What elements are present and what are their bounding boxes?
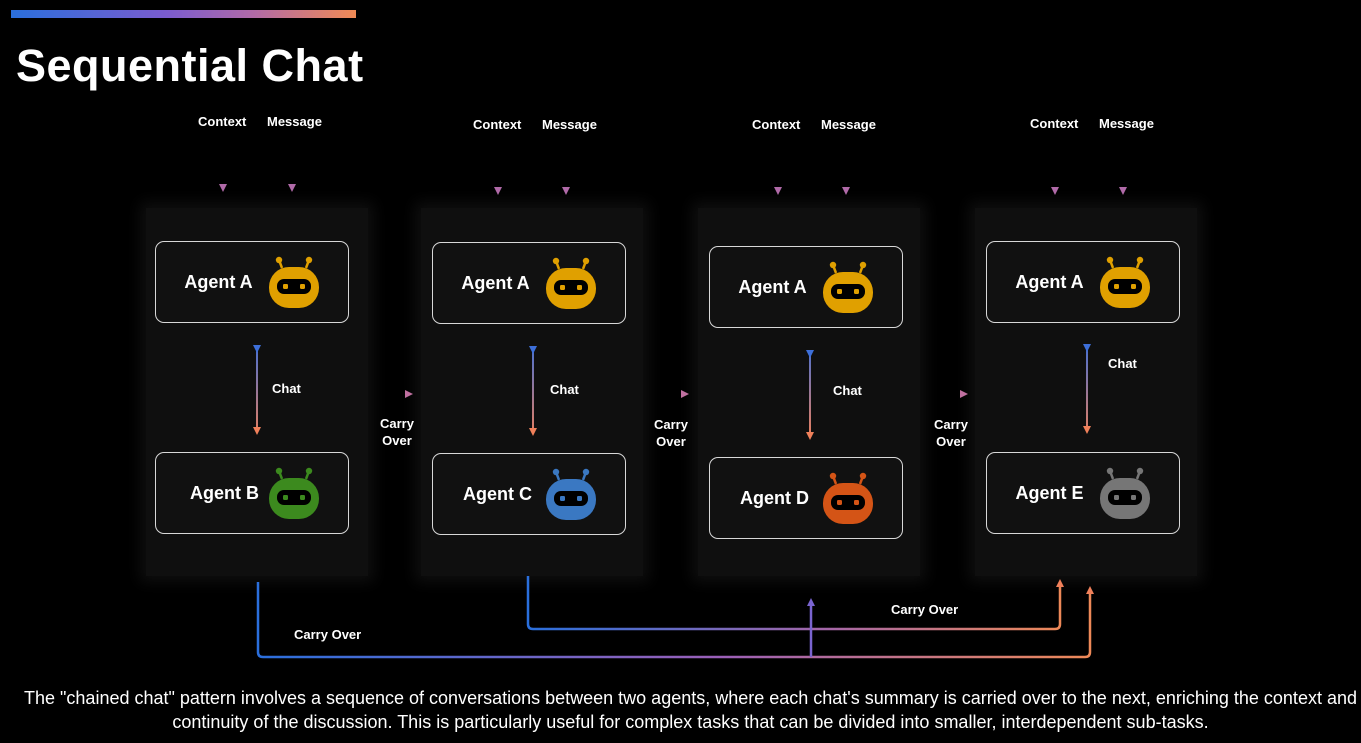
message-label-2: Message xyxy=(542,117,597,132)
agent-card-chat3-top: Agent A xyxy=(709,246,903,328)
robot-part xyxy=(305,256,313,264)
carry-over-bottom-label-2: Carry Over xyxy=(891,602,959,617)
robot-part xyxy=(582,257,590,265)
agent-card-chat3-bottom: Agent D xyxy=(709,457,903,539)
robot-part xyxy=(829,472,837,480)
agent-card-chat4-top: Agent A xyxy=(986,241,1180,323)
robot-part xyxy=(1114,495,1119,500)
robot-part xyxy=(300,284,305,289)
robot-part xyxy=(275,256,283,264)
robot-part xyxy=(275,467,283,475)
robot-part xyxy=(831,495,865,510)
chat-label-1: Chat xyxy=(272,381,301,396)
carry-over-label-3: Carry Over xyxy=(934,416,968,450)
context-label-2: Context xyxy=(473,117,522,132)
agent-card-chat2-top: Agent A xyxy=(432,242,626,324)
robot-part xyxy=(560,496,565,501)
chat-label-4: Chat xyxy=(1108,356,1137,371)
agent-card-chat1-top: Agent A xyxy=(155,241,349,323)
agent-name: Agent A xyxy=(1015,272,1084,292)
chat-label-2: Chat xyxy=(550,382,579,397)
robot-icon xyxy=(546,468,596,520)
robot-icon xyxy=(1100,467,1150,519)
carry-over-line1: Carry xyxy=(380,416,414,431)
context-label-3: Context xyxy=(752,117,801,132)
robot-part xyxy=(1131,284,1136,289)
robot-part xyxy=(1136,467,1144,475)
agent-name: Agent A xyxy=(461,273,530,293)
robot-part xyxy=(283,284,288,289)
agent-name: Agent A xyxy=(184,272,253,292)
agent-name: Agent E xyxy=(1015,483,1084,503)
carry-over-bottom-label-1: Carry Over xyxy=(294,627,362,642)
robot-part xyxy=(577,285,582,290)
robot-part xyxy=(859,261,867,269)
carry-over-line2: Over xyxy=(382,433,412,448)
carry-over-line1: Carry xyxy=(654,417,688,432)
robot-part xyxy=(1108,490,1142,505)
agent-name: Agent B xyxy=(190,483,259,503)
carry-over-label-2: Carry Over xyxy=(654,416,688,450)
agent-name: Agent C xyxy=(463,484,532,504)
robot-part xyxy=(277,490,311,505)
robot-part xyxy=(1131,495,1136,500)
robot-part xyxy=(277,279,311,294)
robot-part xyxy=(582,468,590,476)
robot-part xyxy=(577,496,582,501)
robot-part xyxy=(1136,256,1144,264)
robot-part xyxy=(283,495,288,500)
context-label-4: Context xyxy=(1030,116,1079,131)
description-text: The "chained chat" pattern involves a se… xyxy=(24,688,1357,732)
robot-part xyxy=(837,500,842,505)
robot-part xyxy=(1106,256,1114,264)
robot-icon xyxy=(1100,256,1150,308)
agent-name: Agent D xyxy=(740,488,809,508)
page-title: Sequential Chat xyxy=(16,40,364,91)
robot-part xyxy=(300,495,305,500)
robot-part xyxy=(1108,279,1142,294)
robot-icon xyxy=(546,257,596,309)
robot-icon xyxy=(823,261,873,313)
robot-icon xyxy=(269,467,319,519)
robot-part xyxy=(552,257,560,265)
robot-part xyxy=(854,289,859,294)
robot-part xyxy=(831,284,865,299)
carry-over-line2: Over xyxy=(936,434,966,449)
carry-over-line2: Over xyxy=(656,434,686,449)
robot-part xyxy=(859,472,867,480)
carry-over-label-1: Carry Over xyxy=(380,415,414,449)
robot-part xyxy=(1106,467,1114,475)
robot-part xyxy=(854,500,859,505)
agent-name: Agent A xyxy=(738,277,807,297)
robot-part xyxy=(560,285,565,290)
robot-part xyxy=(554,491,588,506)
robot-icon xyxy=(269,256,319,308)
robot-part xyxy=(829,261,837,269)
robot-part xyxy=(1114,284,1119,289)
agent-card-chat1-bottom: Agent B xyxy=(155,452,349,534)
robot-part xyxy=(305,467,313,475)
accent-bar xyxy=(11,10,356,18)
robot-part xyxy=(552,468,560,476)
robot-icon xyxy=(823,472,873,524)
agent-card-chat2-bottom: Agent C xyxy=(432,453,626,535)
message-label-4: Message xyxy=(1099,116,1154,131)
message-label-3: Message xyxy=(821,117,876,132)
robot-part xyxy=(554,280,588,295)
message-label-1: Message xyxy=(267,114,322,129)
agent-card-chat4-bottom: Agent E xyxy=(986,452,1180,534)
carry-over-line1: Carry xyxy=(934,417,968,432)
chat-label-3: Chat xyxy=(833,383,862,398)
context-label-1: Context xyxy=(198,114,247,129)
robot-part xyxy=(837,289,842,294)
